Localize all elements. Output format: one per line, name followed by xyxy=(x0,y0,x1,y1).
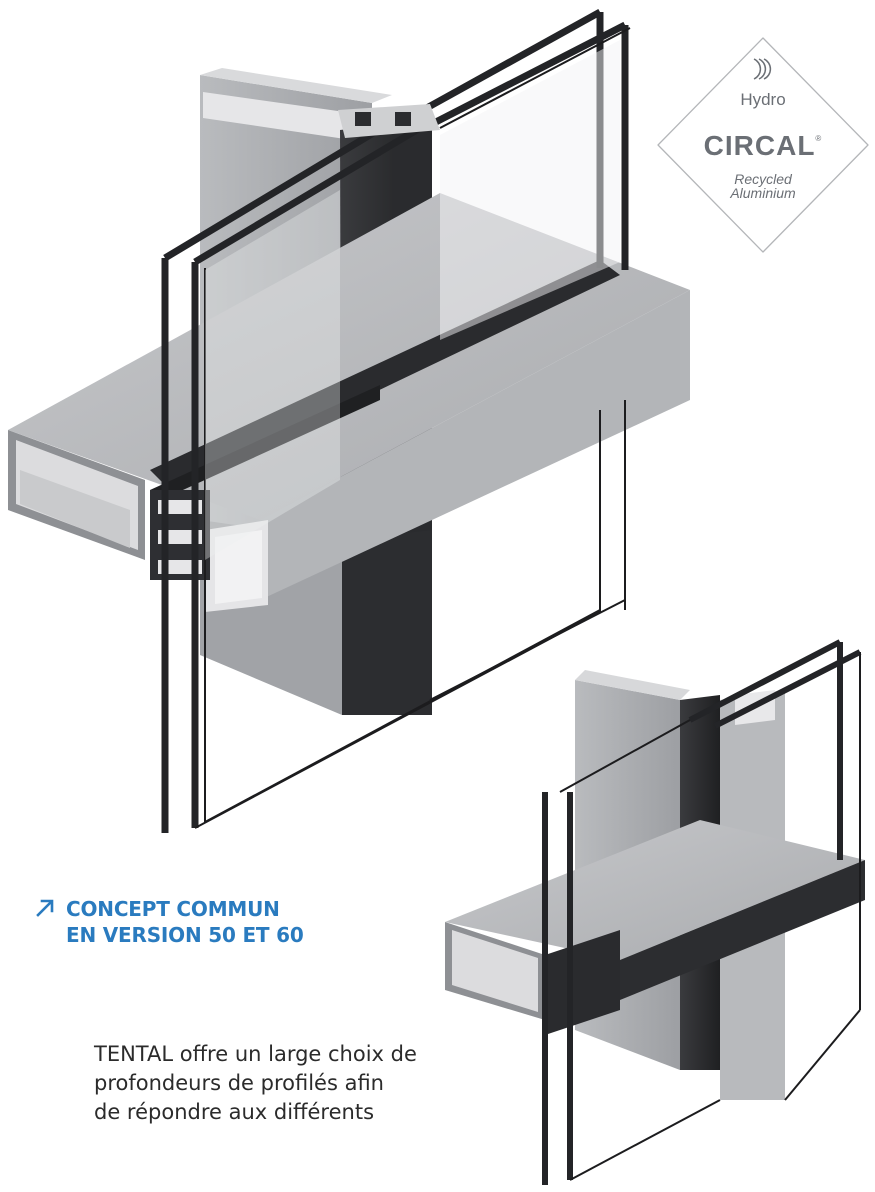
badge-product-name: CIRCAL® xyxy=(652,130,874,162)
body-line-1: TENTAL offre un large choix de xyxy=(94,1042,417,1066)
badge-brand-name: Hydro xyxy=(740,90,786,109)
hydro-circal-badge: Hydro CIRCAL® Recycled Aluminium xyxy=(652,34,874,256)
badge-sub-line-2: Aluminium xyxy=(730,185,796,201)
badge-sub-line-1: Recycled xyxy=(734,171,792,187)
body-line-3: de répondre aux différents xyxy=(94,1100,375,1124)
badge-diamond xyxy=(657,37,869,253)
section-heading: CONCEPT COMMUN EN VERSION 50 ET 60 xyxy=(66,896,304,948)
badge-registered-mark: ® xyxy=(815,134,823,143)
arrow-up-right-icon xyxy=(36,899,54,917)
hydro-logo-icon xyxy=(753,58,772,80)
heading-line-2: EN VERSION 50 ET 60 xyxy=(66,923,304,947)
section-body-text: TENTAL offre un large choix de profondeu… xyxy=(94,1040,474,1127)
small-assembly xyxy=(445,639,865,1185)
heading-line-1: CONCEPT COMMUN xyxy=(66,897,280,921)
large-assembly xyxy=(8,8,690,833)
body-line-2: profondeurs de profilés afin xyxy=(94,1071,384,1095)
badge-product-text: CIRCAL xyxy=(703,130,816,161)
